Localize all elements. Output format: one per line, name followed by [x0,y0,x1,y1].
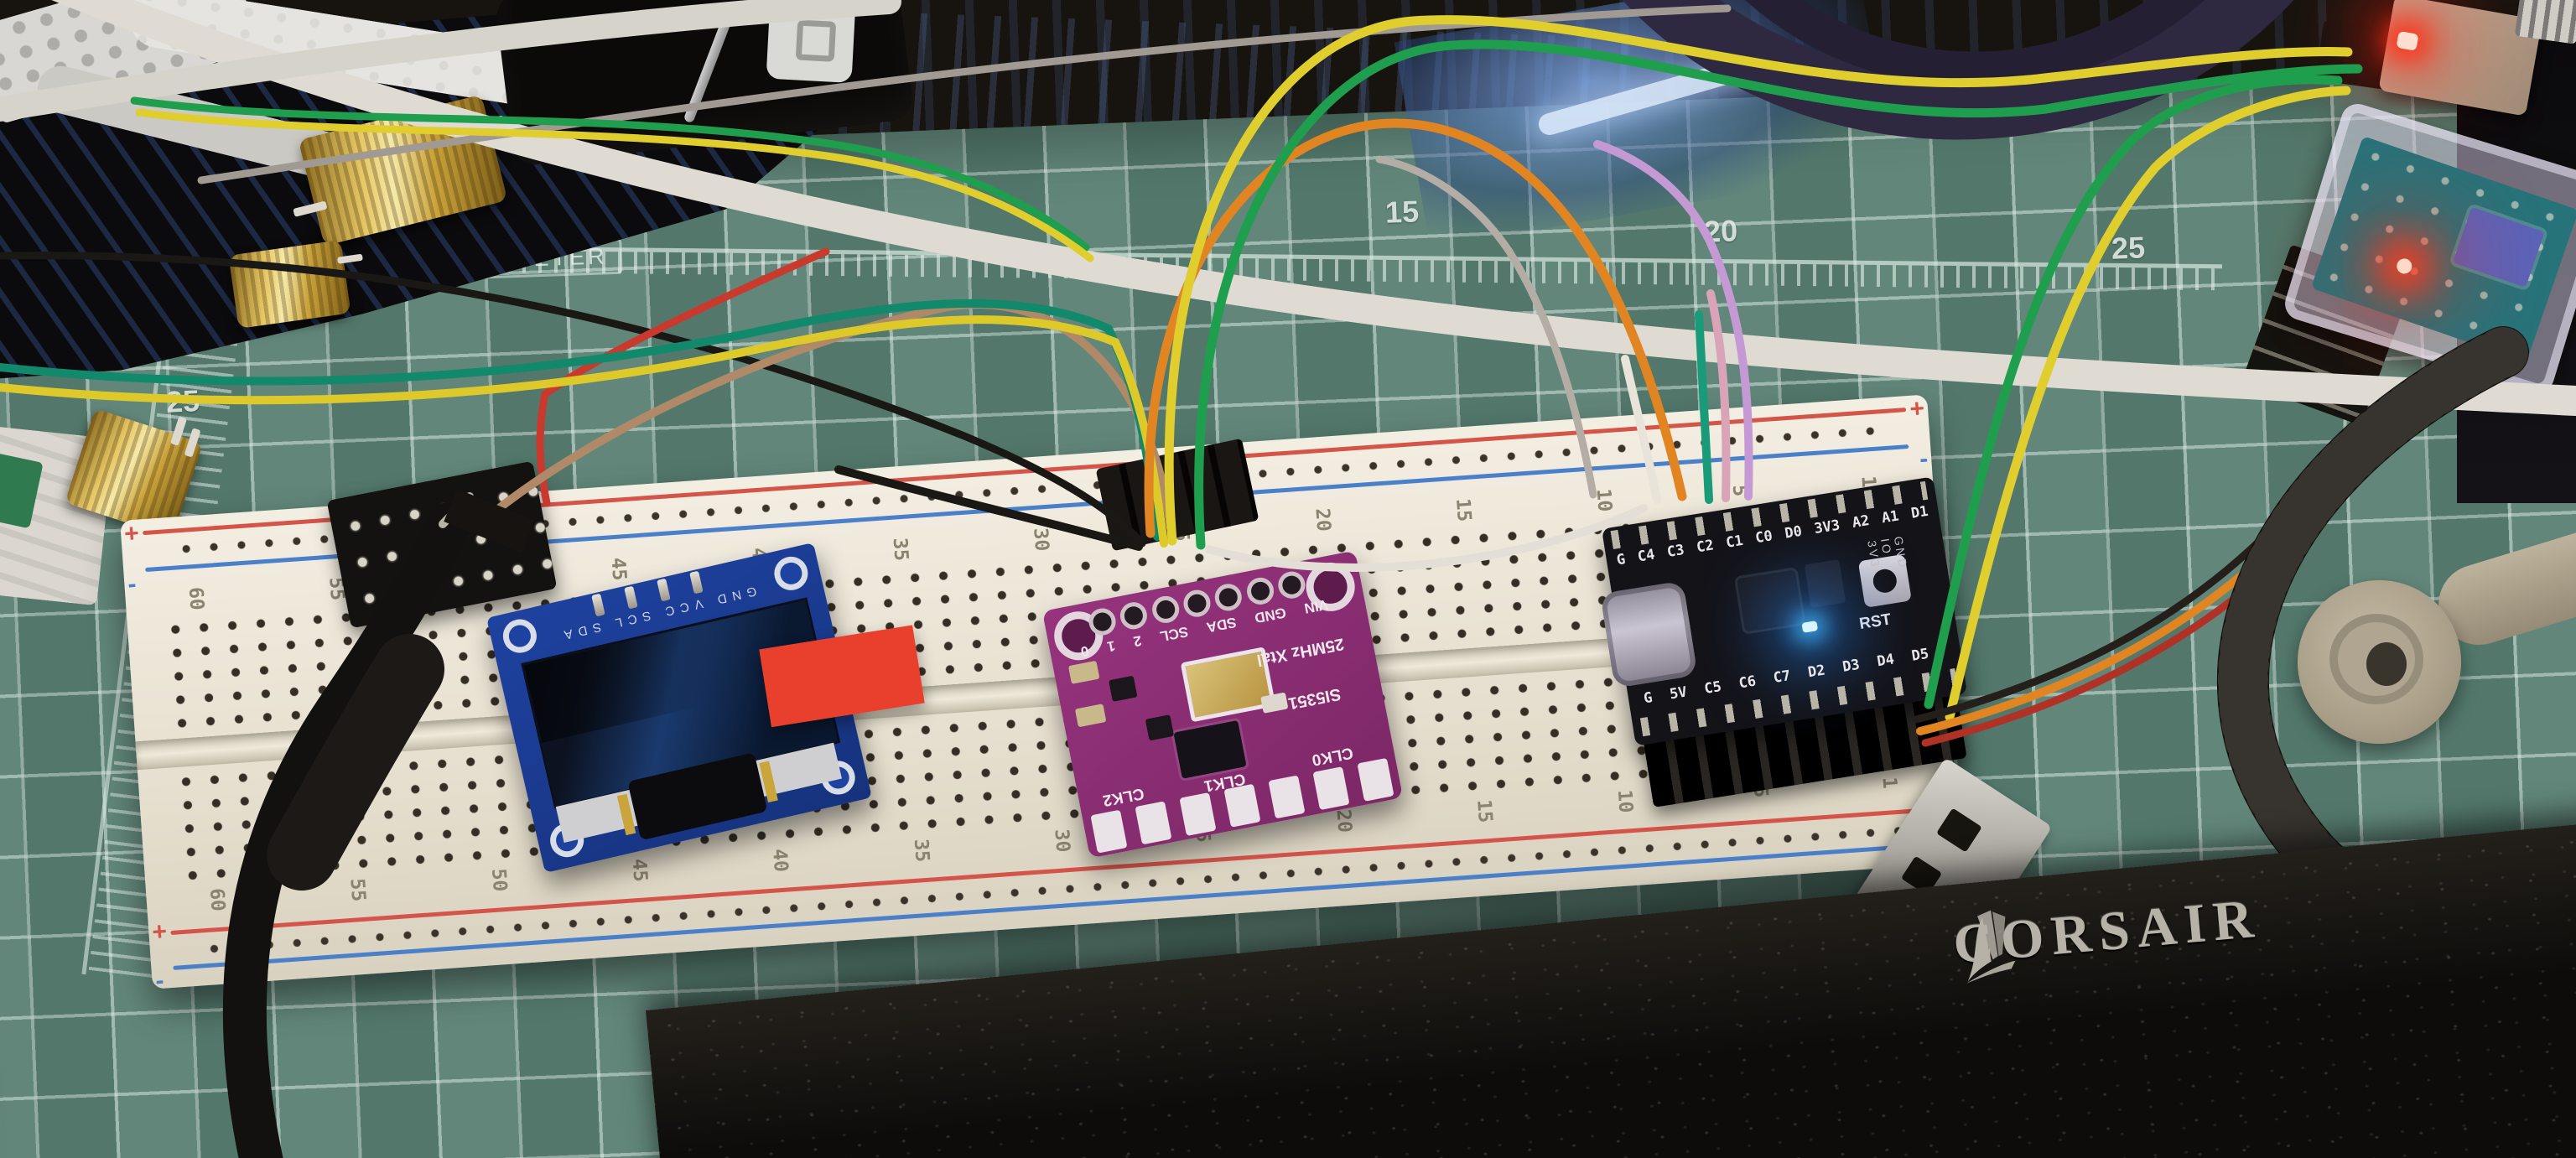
navy-cable [1622,0,2294,140]
black-strand [1912,522,2278,724]
white-cable [0,0,901,122]
keyboard-edge: CORSAIR [646,813,2576,1158]
funnel-hole [2366,642,2407,686]
probe-body [267,634,444,891]
white-jumper [1205,504,1648,572]
teal-jumper [1695,310,1713,504]
white-cable-thick [51,0,2576,416]
purple-jumper [1593,140,1753,501]
brown-probe-wire [478,300,1175,532]
pink-jumper [1706,289,1731,502]
green-wire [130,96,1090,252]
probe-dupont [444,489,535,553]
green-wire-tall [1194,39,2363,550]
orange-wire [1144,118,1687,538]
yellow-wire [135,108,1094,262]
funnel-ring [2329,614,2423,704]
yellow-wire [0,315,1168,548]
corsair-logo: CORSAIR [1950,887,2263,984]
red-wire [536,247,830,507]
probe-cable [222,502,470,1158]
corsair-sails-icon [1966,910,2016,984]
navy-cable-coil [1745,0,2205,87]
grey-jumper [1375,155,1597,499]
yellow-wire-tall [1164,15,2353,546]
grey-tube-funnel [2298,580,2461,744]
grey-wire [197,4,1732,184]
yellow-wire-devboard [1945,86,2351,722]
green-wire-devboard [1924,75,2343,709]
white-jumper-short [1621,355,1661,504]
teal-wire [0,299,1161,541]
black-wire [0,252,1146,548]
black-wire [834,465,1143,551]
